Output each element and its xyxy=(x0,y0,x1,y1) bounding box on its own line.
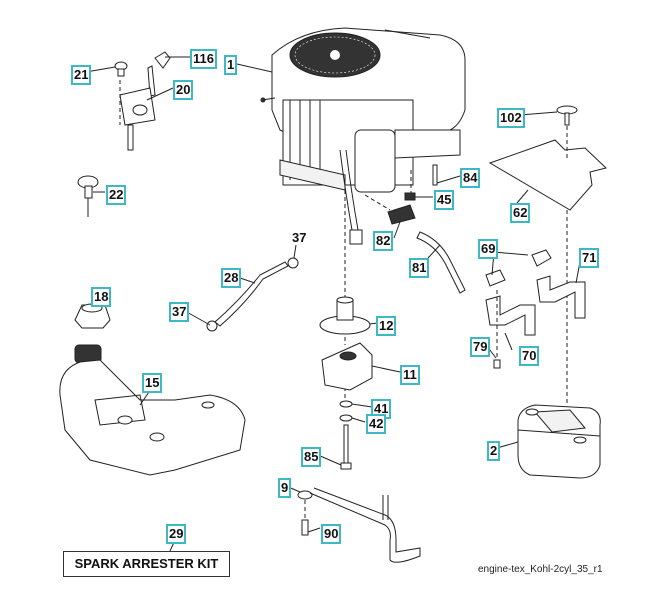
bolt-head xyxy=(340,462,352,470)
clamp-part[interactable] xyxy=(206,320,218,332)
callout-15[interactable]: 15 xyxy=(142,373,163,393)
fuel-cap-part[interactable] xyxy=(74,303,111,329)
callout-20[interactable]: 20 xyxy=(173,80,194,100)
callout-2[interactable]: 2 xyxy=(487,441,501,461)
callout-9[interactable]: 9 xyxy=(278,478,292,498)
diagram-caption: engine-tex_Kohl-2cyl_35_r1 xyxy=(478,564,603,575)
clutch-part[interactable] xyxy=(321,342,373,391)
washer-part[interactable] xyxy=(339,400,353,408)
screw-part-84[interactable] xyxy=(432,164,438,186)
callout-28[interactable]: 28 xyxy=(221,268,242,288)
bolt-part-90[interactable] xyxy=(301,519,309,536)
bolt-part-79[interactable] xyxy=(493,359,501,369)
washer-part[interactable] xyxy=(339,414,353,422)
callout-37-left[interactable]: 37 xyxy=(169,302,190,322)
heat-shield-part[interactable] xyxy=(488,139,608,211)
callout-90[interactable]: 90 xyxy=(321,524,342,544)
callout-84[interactable]: 84 xyxy=(460,168,481,188)
callout-1[interactable]: 1 xyxy=(224,55,238,75)
callout-81[interactable]: 81 xyxy=(409,258,430,278)
throttle-control-part[interactable] xyxy=(119,51,171,151)
callout-18[interactable]: 18 xyxy=(91,287,112,307)
muffler-part[interactable] xyxy=(517,404,601,479)
connector xyxy=(349,229,363,245)
callout-42[interactable]: 42 xyxy=(366,414,387,434)
callout-102[interactable]: 102 xyxy=(497,108,525,128)
callout-71[interactable]: 71 xyxy=(579,248,600,268)
knob-part-22[interactable] xyxy=(77,175,99,217)
exhaust-pipe-part-71[interactable] xyxy=(536,275,586,319)
exhaust-pipe-part-70[interactable] xyxy=(485,295,536,336)
bolt-part[interactable] xyxy=(343,424,349,466)
callout-70[interactable]: 70 xyxy=(519,346,540,366)
nut-part[interactable] xyxy=(404,192,416,201)
screw-part-21[interactable] xyxy=(114,61,128,77)
breather-hose-part[interactable] xyxy=(416,231,466,294)
clamp-part[interactable] xyxy=(287,257,299,269)
fuel-tank-part[interactable] xyxy=(59,344,246,476)
fuel-hose-part[interactable] xyxy=(214,261,289,327)
callout-45[interactable]: 45 xyxy=(434,190,455,210)
rod-part xyxy=(382,495,389,520)
rod-part[interactable] xyxy=(309,487,421,563)
gasket-part[interactable] xyxy=(531,249,552,267)
engine-part[interactable] xyxy=(260,27,466,193)
gasket-part[interactable] xyxy=(485,269,506,287)
callout-116[interactable]: 116 xyxy=(190,49,217,69)
callout-22[interactable]: 22 xyxy=(106,185,127,205)
washer-part-9[interactable] xyxy=(297,490,313,500)
engine-fuel-line xyxy=(339,149,359,231)
axis-line xyxy=(364,194,391,211)
callout-11[interactable]: 11 xyxy=(400,365,420,385)
screw-shaft xyxy=(564,112,570,126)
callout-85[interactable]: 85 xyxy=(301,447,322,467)
spark-arrester-kit-label[interactable]: SPARK ARRESTER KIT xyxy=(63,551,230,577)
callout-21[interactable]: 21 xyxy=(71,65,92,85)
callout-69[interactable]: 69 xyxy=(478,239,499,259)
callout-82[interactable]: 82 xyxy=(373,231,394,251)
callout-29[interactable]: 29 xyxy=(166,524,187,544)
callout-37-top[interactable]: 37 xyxy=(292,230,307,245)
callout-62[interactable]: 62 xyxy=(510,203,531,223)
callout-79[interactable]: 79 xyxy=(470,337,491,357)
pulley-part[interactable] xyxy=(319,296,371,335)
fitting-part[interactable] xyxy=(387,204,416,225)
callout-12[interactable]: 12 xyxy=(376,316,397,336)
